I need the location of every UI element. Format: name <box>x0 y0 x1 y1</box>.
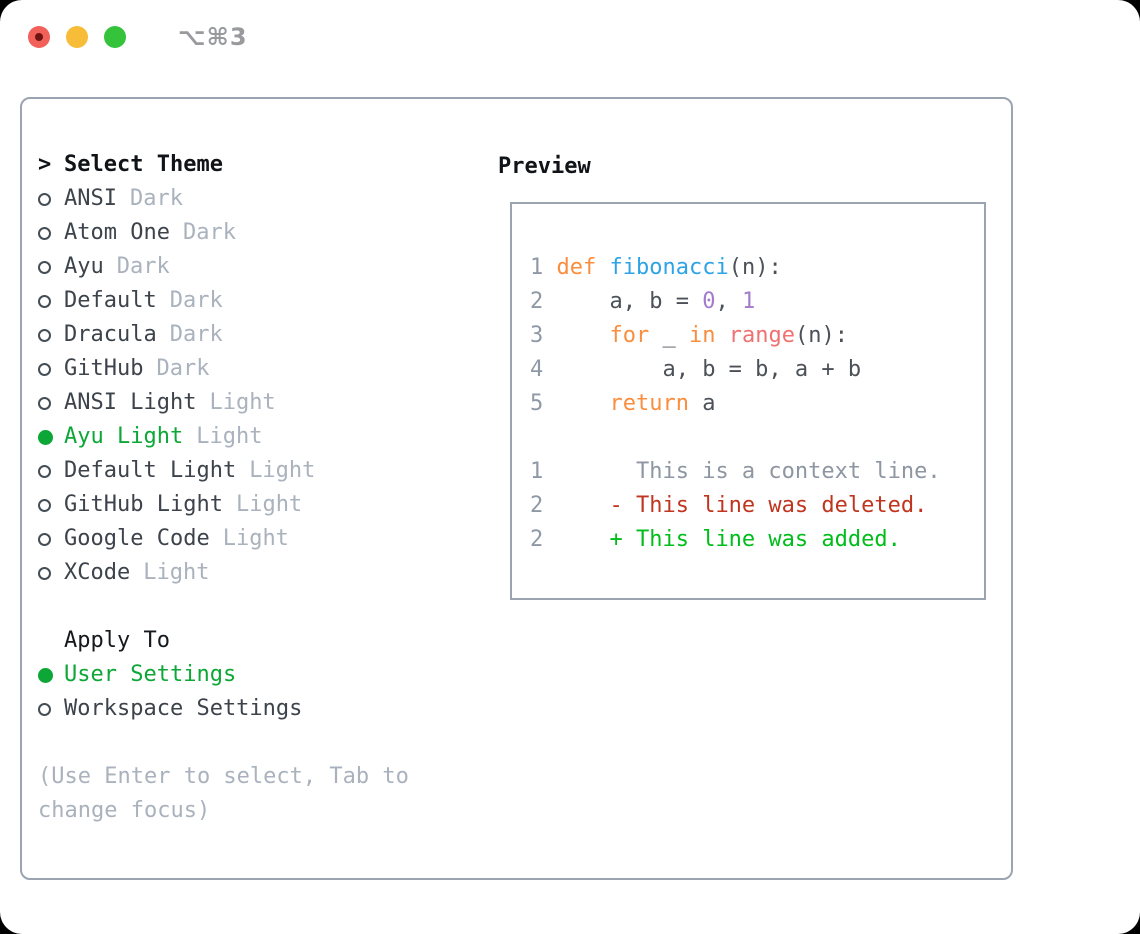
theme-name: Default <box>64 288 157 313</box>
theme-variant: Dark <box>129 186 183 211</box>
theme-name: ANSI <box>64 186 117 211</box>
apply-to-option[interactable]: User Settings <box>38 658 302 692</box>
preview-title: Preview <box>498 153 591 179</box>
radio-icon <box>38 294 64 308</box>
code-line: 1 def fibonacci(n): <box>530 255 782 280</box>
theme-variant: Dark <box>169 322 223 347</box>
preview-box: 1 def fibonacci(n): 2 a, b = 0, 1 3 for _ … <box>510 202 986 600</box>
code-line: 2 a, b = 0, 1 <box>530 289 756 314</box>
theme-list-title: Select Theme <box>64 152 223 177</box>
apply-to-header: Apply To <box>38 624 302 658</box>
apply-to-label: User Settings <box>64 662 237 687</box>
radio-icon <box>38 702 64 716</box>
theme-item[interactable]: ANSI Dark <box>38 182 315 216</box>
radio-icon <box>38 260 64 274</box>
theme-variant: Light <box>235 492 303 517</box>
theme-item[interactable]: Ayu Light Light <box>38 420 315 454</box>
radio-icon <box>38 498 64 512</box>
theme-variant: Light <box>222 526 289 551</box>
radio-icon <box>38 362 64 376</box>
theme-name: GitHub <box>64 356 144 381</box>
theme-variant: Light <box>209 390 276 415</box>
code-line: 2 + This line was added. <box>530 527 901 552</box>
theme-item[interactable]: Default Light Light <box>38 454 315 488</box>
theme-item[interactable]: Default Dark <box>38 284 315 318</box>
radio-icon <box>38 226 64 240</box>
theme-variant: Dark <box>169 288 223 313</box>
zoom-button[interactable] <box>104 26 126 48</box>
apply-to-title: Apply To <box>64 628 170 653</box>
selected-radio-icon <box>38 667 64 683</box>
theme-name: Atom One <box>64 220 170 245</box>
theme-item[interactable]: XCode Light <box>38 556 315 590</box>
theme-name: Ayu <box>64 254 104 279</box>
theme-item[interactable]: GitHub Dark <box>38 352 315 386</box>
theme-name: Default Light <box>64 458 237 483</box>
code-line: 4 a, b = b, a + b <box>530 357 862 382</box>
theme-name: Ayu Light <box>64 424 184 449</box>
code-line <box>530 421 984 455</box>
radio-icon <box>38 464 64 478</box>
theme-variant: Light <box>143 560 210 585</box>
theme-variant: Dark <box>156 356 210 381</box>
theme-item[interactable]: Ayu Dark <box>38 250 315 284</box>
theme-name: ANSI Light <box>64 390 197 415</box>
theme-item[interactable]: Dracula Dark <box>38 318 315 352</box>
keyboard-hint: (Use Enter to select, Tab to change focu… <box>38 764 409 823</box>
theme-item[interactable]: ANSI Light Light <box>38 386 315 420</box>
radio-icon <box>38 328 64 342</box>
titlebar: ⌥⌘3 <box>28 23 248 51</box>
theme-list-header: > Select Theme <box>38 148 315 182</box>
theme-item[interactable]: GitHub Light Light <box>38 488 315 522</box>
close-button[interactable] <box>28 26 50 48</box>
theme-variant: Light <box>249 458 316 483</box>
radio-icon <box>38 396 64 410</box>
minimize-button[interactable] <box>66 26 88 48</box>
theme-name: Google Code <box>64 526 210 551</box>
theme-name: GitHub Light <box>64 492 223 517</box>
theme-item[interactable]: Google Code Light <box>38 522 315 556</box>
apply-to-option[interactable]: Workspace Settings <box>38 692 302 726</box>
theme-variant: Light <box>196 424 263 449</box>
code-line: 2 - This line was deleted. <box>530 493 928 518</box>
selected-radio-icon <box>38 429 64 445</box>
theme-name: XCode <box>64 560 131 585</box>
theme-item[interactable]: Atom One Dark <box>38 216 315 250</box>
radio-icon <box>38 192 64 206</box>
code-line: 5 return a <box>530 391 716 416</box>
window-title: ⌥⌘3 <box>178 23 248 51</box>
code-line: 1 This is a context line. <box>530 459 941 484</box>
preview-code: 1 def fibonacci(n): 2 a, b = 0, 1 3 for _ … <box>512 204 984 557</box>
theme-variant: Dark <box>182 220 236 245</box>
selection-caret-icon: > <box>38 152 52 177</box>
radio-icon <box>38 532 64 546</box>
code-line: 3 for _ in range(n): <box>530 323 848 348</box>
theme-variant: Dark <box>116 254 170 279</box>
theme-name: Dracula <box>64 322 157 347</box>
apply-to-label: Workspace Settings <box>64 696 303 721</box>
radio-icon <box>38 566 64 580</box>
